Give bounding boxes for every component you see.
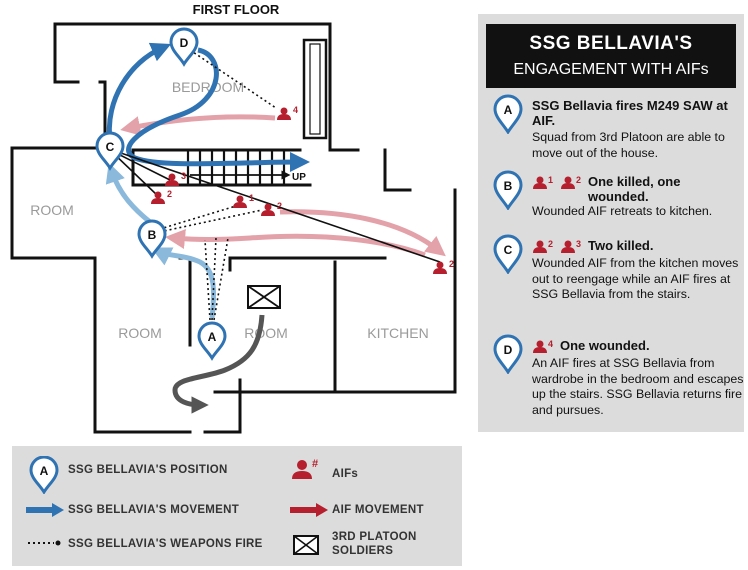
- svg-text:A: A: [504, 103, 513, 117]
- aif-marker-1: 1: [233, 193, 254, 208]
- position-pin-icon: C: [493, 234, 523, 274]
- legend: A SSG BELLAVIA'S POSITION # AIFs SSG BEL…: [12, 446, 462, 566]
- floor-plan-diagram: FIRST FLOOR UP BEDROOM ROOM ROOM: [10, 2, 457, 434]
- legend-platoon-label: 3RD PLATOON SOLDIERS: [332, 530, 417, 558]
- step-a-heading: SSG Bellavia fires M249 SAW at AIF.: [532, 98, 728, 128]
- movement-a-to-b: [151, 247, 217, 319]
- aif-marker-2-hall: 2: [261, 201, 282, 216]
- platoon-box-icon: [293, 535, 319, 555]
- svg-text:4: 4: [548, 339, 553, 349]
- svg-text:1: 1: [548, 175, 553, 185]
- step-c-heading-text: Two killed.: [588, 238, 654, 253]
- dotted-line-icon: [28, 540, 61, 546]
- position-pin-a: A: [197, 321, 227, 361]
- step-b-heading-text: One killed, one wounded.: [588, 174, 681, 204]
- room-label-middle: ROOM: [118, 325, 162, 341]
- legend-position-label: SSG BELLAVIA'S POSITION: [68, 464, 228, 476]
- panel-title: SSG BELLAVIA'S: [529, 33, 693, 54]
- step-b-text: Wounded AIF retreats to kitchen.: [532, 204, 713, 218]
- room-label-center: ROOM: [244, 325, 288, 341]
- svg-text:4: 4: [293, 105, 298, 115]
- position-pin-icon: B: [493, 170, 523, 210]
- step-a-text: Squad from 3rd Platoon are able to move …: [532, 130, 725, 160]
- panel-subtitle: ENGAGEMENT WITH AIFs: [513, 61, 709, 78]
- movement-b-to-c: [105, 162, 152, 224]
- svg-text:2: 2: [576, 175, 581, 185]
- engagement-panel: SSG BELLAVIA'S ENGAGEMENT WITH AIFs A SS…: [478, 14, 744, 432]
- aif-marker-2-near-c: 2: [151, 189, 172, 204]
- step-b: B 1 2 One killed, one wounded. Wounded A…: [492, 170, 742, 220]
- step-d: D 4 One wounded. An AIF fires at SSG Bel…: [492, 334, 744, 430]
- legend-platoon-line1: 3RD PLATOON: [332, 531, 417, 543]
- svg-text:A: A: [40, 464, 49, 478]
- step-d-text: An AIF fires at SSG Bellavia from wardro…: [532, 356, 744, 417]
- movement-d-to-stairs: [126, 47, 310, 173]
- svg-text:B: B: [148, 228, 157, 242]
- weapons-fire: [109, 49, 441, 321]
- platoon-exit-path: [172, 314, 265, 414]
- step-c: C 2 3 Two killed. Wounded AIF from the k…: [492, 234, 742, 326]
- step-b-heading: 1 2 One killed, one wounded.: [532, 174, 698, 204]
- aif-marker-4: 4: [277, 105, 298, 120]
- legend-aifs-label: AIFs: [332, 468, 359, 480]
- step-a: A SSG Bellavia fires M249 SAW at AIF. Sq…: [492, 94, 742, 164]
- legend-movement-label: SSG BELLAVIA'S MOVEMENT: [68, 504, 240, 516]
- aif-icon: 4: [533, 339, 553, 353]
- aif-icon: #: [292, 458, 318, 479]
- svg-text:3: 3: [576, 239, 581, 249]
- legend-platoon-line2: SOLDIERS: [332, 545, 394, 557]
- position-pin-icon: D: [493, 334, 523, 374]
- svg-text:3: 3: [181, 171, 186, 181]
- position-pin-c: C: [95, 131, 125, 171]
- step-d-heading-text: One wounded.: [560, 338, 650, 353]
- stairs: [186, 150, 286, 185]
- aif-movement-kitchen: [279, 209, 446, 257]
- svg-text:B: B: [504, 179, 513, 193]
- aif-icon: 2: [533, 239, 553, 253]
- legend-aif-movement-label: AIF MOVEMENT: [332, 504, 424, 516]
- aif-movement-return: [165, 229, 426, 258]
- red-arrow-icon: [290, 503, 328, 517]
- aif-icon: 1: [533, 175, 553, 189]
- position-pin-b: B: [137, 219, 167, 259]
- legend-weapons-fire-label: SSG BELLAVIA'S WEAPONS FIRE: [68, 538, 263, 550]
- room-label-left: ROOM: [30, 202, 74, 218]
- svg-text:D: D: [180, 36, 189, 50]
- aif-marker-3: 3: [165, 171, 186, 186]
- svg-text:1: 1: [249, 193, 254, 203]
- step-c-text: Wounded AIF from the kitchen moves out t…: [532, 256, 739, 301]
- movement-c-to-d: [106, 42, 172, 141]
- step-d-heading: 4 One wounded.: [532, 338, 650, 355]
- svg-text:A: A: [208, 330, 217, 344]
- aif-marker-2-kitchen: 2: [433, 259, 454, 274]
- aif-movement-bedroom: [120, 114, 276, 136]
- stairs-label: UP: [292, 172, 306, 183]
- panel-header: SSG BELLAVIA'S ENGAGEMENT WITH AIFs: [486, 24, 736, 88]
- platoon-soldiers-icon: [247, 285, 281, 309]
- svg-text:D: D: [504, 343, 513, 357]
- position-pin-icon: A: [493, 94, 523, 134]
- position-pin-icon: A: [29, 456, 59, 494]
- svg-text:2: 2: [548, 239, 553, 249]
- floor-title: FIRST FLOOR: [193, 2, 280, 17]
- svg-text:#: #: [312, 458, 318, 470]
- aif-icon: 2: [561, 175, 581, 189]
- position-pin-d: D: [169, 27, 199, 67]
- svg-text:2: 2: [277, 201, 282, 211]
- room-label-kitchen: KITCHEN: [367, 325, 428, 341]
- svg-text:2: 2: [449, 259, 454, 269]
- step-c-heading: 2 3 Two killed.: [532, 238, 654, 255]
- room-label-bedroom: BEDROOM: [172, 79, 244, 95]
- blue-arrow-icon: [26, 503, 64, 517]
- walls: [10, 22, 457, 434]
- svg-text:C: C: [106, 140, 115, 154]
- aif-icon: 3: [561, 239, 581, 253]
- svg-text:C: C: [504, 243, 513, 257]
- svg-text:2: 2: [167, 189, 172, 199]
